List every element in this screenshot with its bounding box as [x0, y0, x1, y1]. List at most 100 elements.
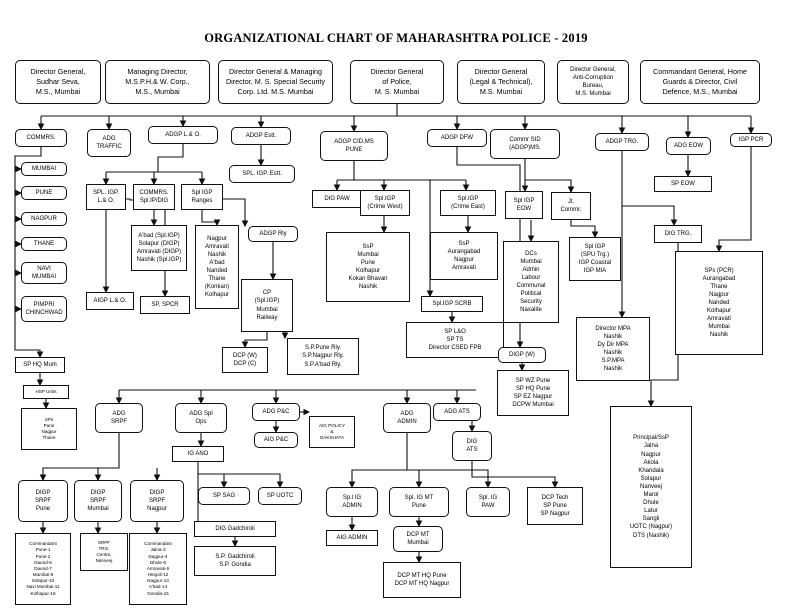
node-line: Spl IGP	[584, 243, 606, 250]
node-line: CHINCHWAD	[25, 310, 63, 316]
node-line: (ADGP)MS.	[509, 145, 541, 151]
node-line: SP EOW	[671, 180, 695, 187]
node-line: Communal	[516, 283, 546, 289]
node-line: HSP Units	[35, 388, 57, 394]
node-line: Mumbai-8	[32, 572, 54, 578]
node-line: Aurangabad	[447, 248, 481, 255]
node-line: ADGP DFW	[440, 134, 474, 141]
node-adgp-lo: ADGP L.& O.	[148, 126, 218, 144]
node-line: (Legal & Technical),	[469, 77, 533, 87]
node-line: PAW	[481, 503, 495, 509]
node-line: Nashik	[709, 332, 729, 339]
node-line: IG ANO	[187, 450, 209, 457]
node-adgp-trg: ADGP TRG.	[595, 133, 649, 151]
node-line: Nashik	[603, 350, 623, 356]
node-adgp-rly: ADGP Rly	[248, 226, 298, 242]
node-thane: THANE	[21, 237, 67, 251]
node-line: Daund-5	[34, 559, 52, 565]
node-line: DTS (Nashik)	[632, 532, 669, 539]
connector	[14, 309, 44, 359]
node-line: Pune-1	[35, 547, 51, 553]
node-line: Marol	[643, 492, 659, 499]
connector	[715, 147, 752, 253]
node-line: DIGP	[35, 489, 51, 496]
node-line: SP Nagpur	[540, 511, 570, 518]
node-splig-scrb: Spl.IGP SCRB	[421, 296, 483, 312]
node-line: SP, SPCR	[151, 301, 179, 308]
chart-title: ORGANIZATIONAL CHART OF MAHARASHTRA POLI…	[204, 31, 588, 45]
node-aig-policy: AIG POLICY&DAKSHATA	[309, 416, 355, 448]
node-line: Amravati-9	[146, 565, 170, 571]
node-line: of Police,	[382, 77, 412, 87]
node-line: Commr.	[560, 207, 582, 213]
node-hsp-units: HSP Units	[23, 385, 69, 399]
node-line: Pune	[360, 259, 375, 266]
node-sp-uotc: SP UOTC	[258, 487, 302, 505]
node-splig-ce: Spl.IGP(Crime East)	[440, 190, 496, 216]
node-line: DIGP (W)	[509, 351, 535, 358]
node-range-digs: A'bad (Spl.IGP)Solapur (DIGP)Amravati (D…	[131, 225, 187, 271]
node-line: Director General	[370, 67, 424, 77]
node-sp-sag: SP SAG	[198, 487, 250, 505]
connector	[14, 147, 42, 309]
node-line: ADMIN	[342, 503, 362, 509]
node-line: Principal/SsP	[633, 435, 669, 442]
node-line: Amravati (DIGP)	[136, 249, 181, 255]
node-splig-cw: Spl.IGP(Crime West)	[360, 190, 410, 216]
connector	[241, 332, 268, 349]
node-line: Spl IGP	[513, 197, 535, 204]
node-line: Nanveej	[639, 483, 662, 490]
node-line: Amravati	[452, 265, 476, 272]
node-line: SPL. IGP.	[93, 189, 119, 196]
node-line: CP	[262, 290, 272, 297]
node-line: ADG EOW	[673, 142, 703, 149]
node-line: Nagpur	[147, 506, 167, 513]
node-line: Ranges	[191, 198, 213, 204]
node-spl-igp-estt: SPL. IGP. Estt.	[229, 165, 295, 183]
node-line: Nagpur	[709, 291, 729, 298]
node-line: Spl.IGP SCRB	[432, 300, 472, 307]
connector	[157, 144, 184, 172]
node-line: Nanveej	[95, 558, 113, 564]
connector	[647, 243, 679, 408]
node-line: Mumbai	[357, 251, 379, 258]
node-line: Spl.IGP	[374, 195, 396, 202]
node-line: Thane	[710, 283, 728, 290]
node-line: Kolhapur	[706, 308, 732, 315]
node-line: ADGP CID,MS	[334, 138, 374, 145]
node-line: Jalna-3	[150, 547, 166, 553]
node-dcp-wc: DCP (W)DCP (C)	[222, 347, 268, 373]
node-line: Kolhapur	[204, 292, 230, 299]
connector	[570, 220, 599, 239]
node-line: ADMIN	[397, 419, 417, 425]
node-sp-hq-mum: SP HQ Mum	[15, 357, 65, 373]
node-line: Spl. IG	[478, 494, 498, 501]
node-line: DIG Gadchiroli	[215, 525, 255, 532]
node-line: AIGP L.& O.	[93, 297, 127, 304]
node-adg-eow: ADG EOW	[666, 137, 711, 155]
node-line: Centre,	[96, 552, 112, 557]
node-digp-w: DIGP (W)	[498, 347, 546, 363]
node-adgp-estt: ADGP Estt.	[231, 127, 291, 145]
node-line: &	[330, 428, 334, 434]
node-line: Mumbai	[708, 324, 730, 331]
node-sp-spcr: SP, SPCR	[140, 296, 190, 314]
node-line: M.S., Mumbai	[35, 86, 81, 96]
node-commr-sid: Commr SID(ADGP)MS.	[490, 129, 560, 159]
node-line: A'bad	[209, 259, 225, 266]
node-line: SP SAG	[212, 492, 236, 499]
node-nagpur: NAGPUR	[21, 212, 67, 226]
node-line: Anti-Corruption	[572, 74, 614, 81]
